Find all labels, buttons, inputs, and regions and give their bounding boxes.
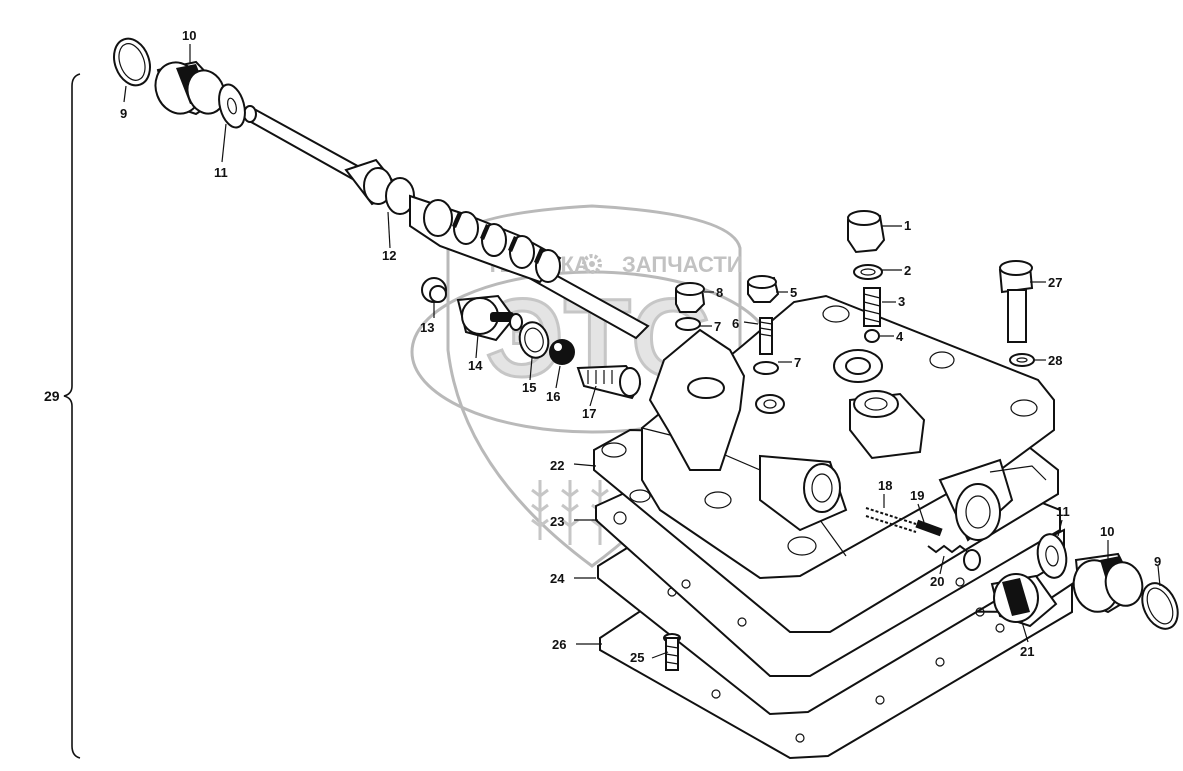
callout-10-left: 10: [182, 28, 196, 43]
callout-10-right: 10: [1100, 524, 1114, 539]
o-ring-15: [518, 321, 550, 359]
snap-ring-9-right: [1141, 582, 1179, 630]
callout-9-left: 9: [120, 106, 127, 121]
pin-19: [915, 519, 943, 537]
washer-7-lower: [753, 361, 779, 375]
snap-ring-9-left: [113, 37, 151, 87]
assembly-bracket: 29: [44, 73, 81, 759]
ball-4: [864, 329, 880, 343]
spring-pin-17: [576, 364, 642, 400]
callout-7-lower: 7: [794, 355, 801, 370]
callout-15: 15: [522, 380, 536, 395]
bolt-5: [747, 275, 780, 303]
gear-icon: [582, 254, 602, 274]
washer-28: [1009, 353, 1035, 367]
callout-8: 8: [716, 285, 723, 300]
leader-lines: [123, 44, 1161, 659]
callout-25: 25: [630, 650, 644, 665]
washer-7-upper: [675, 317, 701, 331]
pin-6: [759, 317, 773, 355]
callout-11-right: 11: [1056, 504, 1070, 519]
valve-housing: [641, 294, 1055, 580]
spool-rod-12: [242, 105, 650, 340]
callout-9-right: 9: [1154, 554, 1161, 569]
callout-20: 20: [930, 574, 944, 589]
callout-13: 13: [420, 320, 434, 335]
callout-26: 26: [552, 637, 566, 652]
bolt-27: [998, 260, 1034, 343]
washer-2: [853, 264, 883, 280]
plug-8: [675, 282, 706, 313]
callout-12: 12: [382, 248, 396, 263]
filter-cup-10-left: [154, 60, 228, 116]
callout-5: 5: [790, 285, 797, 300]
callout-7-upper: 7: [714, 319, 721, 334]
callout-11-left: 11: [214, 165, 228, 180]
bolt-25: [663, 633, 681, 671]
callouts: 1 2 3 4 5 6 7 7 8 9 9 10 10 11 11 12 13 …: [120, 28, 1161, 665]
callout-4: 4: [896, 329, 904, 344]
callout-21: 21: [1020, 644, 1034, 659]
callout-28: 28: [1048, 353, 1062, 368]
callout-27: 27: [1048, 275, 1062, 290]
callout-24: 24: [550, 571, 565, 586]
filter-housing-21: [990, 573, 1058, 628]
callout-1: 1: [904, 218, 911, 233]
shift-lever-arm: [648, 328, 785, 471]
callout-18: 18: [878, 478, 892, 493]
ball-16: [549, 339, 575, 365]
callout-22: 22: [550, 458, 564, 473]
watermark-text-right: ЗАПЧАСТИ: [622, 252, 743, 277]
plug-13: [421, 277, 447, 303]
washer-11-right: [1036, 533, 1068, 579]
callout-29: 29: [44, 388, 60, 404]
callout-16: 16: [546, 389, 560, 404]
callout-2: 2: [904, 263, 911, 278]
cap-nut-1: [847, 210, 886, 254]
valve-body-14: [456, 294, 523, 342]
callout-19: 19: [910, 488, 924, 503]
filter-cup-10-right: [1072, 552, 1144, 614]
spring-20: [927, 544, 981, 571]
spring-18: [865, 507, 917, 533]
washer-11-left: [218, 83, 246, 129]
callout-23: 23: [550, 514, 564, 529]
callout-14: 14: [468, 358, 483, 373]
callout-6: 6: [732, 316, 739, 331]
spring-3: [863, 287, 881, 327]
callout-17: 17: [582, 406, 596, 421]
callout-3: 3: [898, 294, 905, 309]
